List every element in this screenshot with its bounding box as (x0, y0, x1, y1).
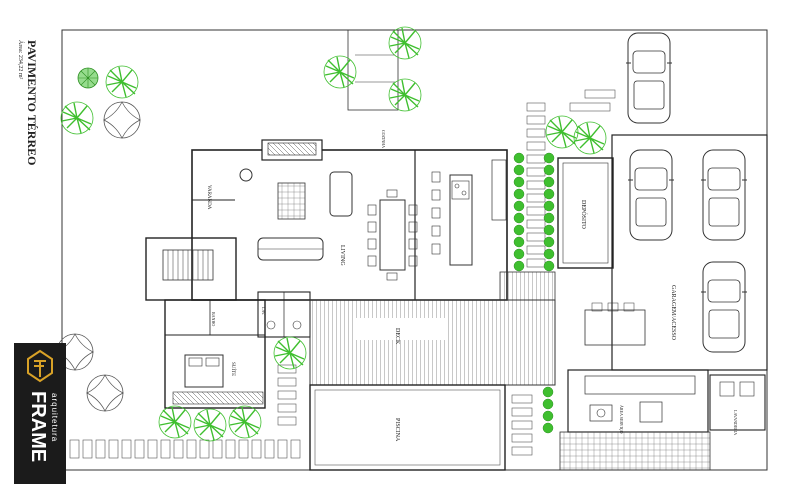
logo-brand: FRAME (27, 391, 49, 462)
label-garagem: GARAGEM/ACESSO (670, 285, 676, 341)
label-cozinha: COZINHA (381, 130, 386, 148)
label-piscina: PISCINA (394, 418, 400, 442)
label-area-servico: ÁREA SERVIÇO (619, 405, 624, 434)
label-suite: SUÍTE (230, 362, 236, 376)
label-living: LIVING (339, 245, 345, 266)
label-deck: DECK (394, 328, 400, 345)
plan-title: PAVIMENTO TÉRREO (25, 40, 39, 165)
plan-area: Área: 234,22 m² (17, 40, 25, 79)
frame-logo: FRAME arquitetura (14, 343, 66, 484)
label-banho: BANHO (211, 312, 216, 326)
logo-mark-icon (27, 349, 53, 383)
label-varanda: VARANDA (206, 185, 211, 210)
label-lav: LAV. (261, 307, 266, 315)
logo-tagline: arquitetura (50, 393, 59, 442)
label-lavanderia: LAVANDERIA (733, 410, 738, 435)
label-deposito: DEPÓSITO (580, 200, 588, 230)
